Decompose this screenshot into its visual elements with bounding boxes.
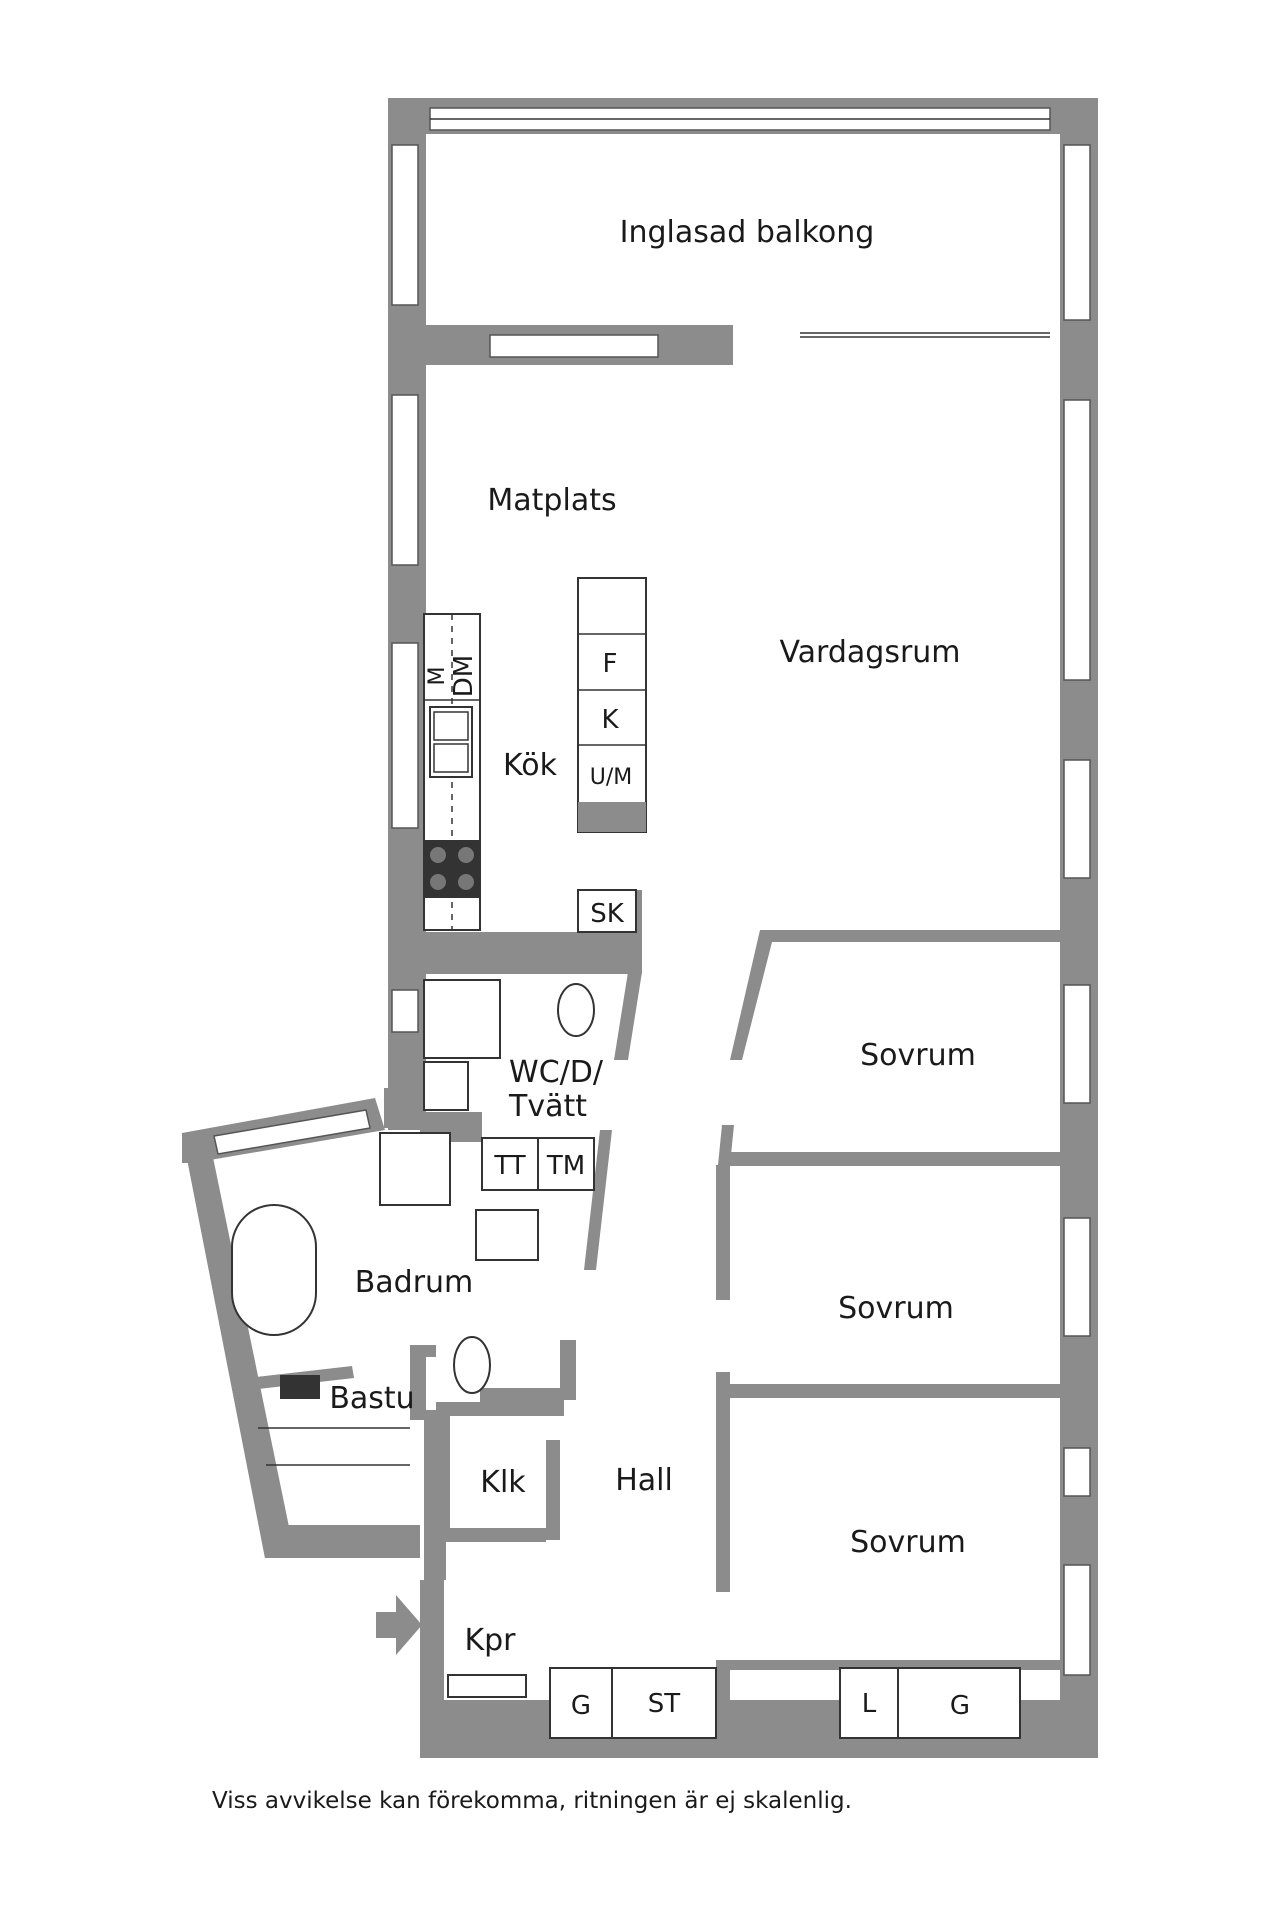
- toilet-icon: [557, 983, 595, 1037]
- fixture-label-freezer: K: [601, 705, 619, 735]
- fixture-label-linen: L: [862, 1689, 877, 1719]
- room-label-entrance: Kpr: [464, 1623, 516, 1658]
- room-label-bedroom-2: Sovrum: [838, 1291, 954, 1326]
- bathroom-fixtures: [231, 1132, 527, 1698]
- fixture-label-oven: U/M: [590, 765, 633, 790]
- room-label-hall: Hall: [615, 1463, 673, 1498]
- fixture-label-wardrobe-g2: G: [950, 1691, 970, 1721]
- fixture-label-washer: TM: [546, 1151, 585, 1181]
- bathtub-icon: [231, 1204, 317, 1336]
- room-label-balcony: Inglasad balkong: [620, 215, 875, 250]
- room-label-wc-line2: Tvätt: [508, 1089, 587, 1124]
- room-label-living: Vardagsrum: [779, 635, 960, 670]
- wardrobes: [549, 1667, 1021, 1739]
- fixture-label-dishwasher: DM: [449, 655, 479, 697]
- kitchen-fixtures: [423, 577, 647, 933]
- room-label-wc-line1: WC/D/: [509, 1055, 604, 1090]
- shower-icon-2: [379, 1132, 451, 1206]
- sink-icon: [429, 706, 473, 778]
- interior-walls: [248, 930, 1064, 1713]
- room-label-closet: Klk: [480, 1465, 526, 1500]
- room-label-sauna: Bastu: [329, 1381, 414, 1416]
- fixture-label-wardrobe-g1: G: [571, 1691, 591, 1721]
- entrance-arrow-icon: [376, 1595, 422, 1655]
- fixture-label-fridge: F: [603, 649, 618, 679]
- stove-icon: [424, 840, 480, 898]
- disclaimer: Viss avvikelse kan förekomma, ritningen …: [212, 1788, 852, 1814]
- washbasin-icon-2: [475, 1209, 539, 1261]
- washbasin-icon: [423, 1061, 469, 1111]
- room-label-kitchen: Kök: [503, 748, 558, 783]
- fixture-label-dryer: TT: [493, 1151, 525, 1181]
- wc-fixtures: [423, 979, 595, 1261]
- fixture-label-microwave: M: [425, 667, 450, 686]
- fixture-label-wardrobe-st: ST: [648, 1689, 681, 1719]
- room-label-bedroom-3: Sovrum: [850, 1525, 966, 1560]
- room-label-dining: Matplats: [487, 483, 616, 518]
- shower-icon: [423, 979, 501, 1059]
- sauna-stove-icon: [280, 1375, 320, 1399]
- room-label-bedroom-1: Sovrum: [860, 1038, 976, 1073]
- toilet-icon-2: [453, 1336, 491, 1394]
- fixture-label-storage: SK: [590, 899, 625, 929]
- room-label-bathroom: Badrum: [355, 1265, 474, 1300]
- windows: [213, 107, 1091, 1676]
